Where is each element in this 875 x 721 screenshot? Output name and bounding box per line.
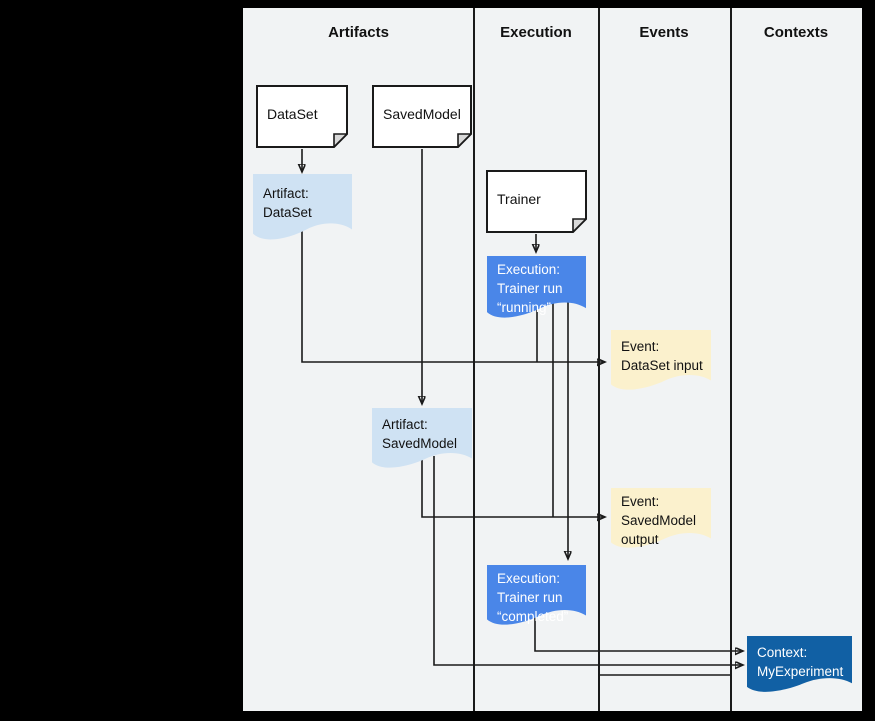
- node-savedmodel: SavedModel: [372, 85, 472, 148]
- wave-shape: [747, 636, 852, 692]
- label-line: Execution:: [497, 571, 561, 586]
- node-event-savedmodel-output: Event: SavedModel output: [611, 488, 711, 550]
- document-shape: [372, 85, 472, 148]
- document-shape: [256, 85, 348, 148]
- label-line: SavedModel: [621, 513, 697, 528]
- label-line: SavedModel: [382, 436, 458, 451]
- label-line: Event:: [621, 339, 660, 354]
- column-divider-1: [473, 8, 475, 711]
- connector-layer: [243, 149, 862, 676]
- label-line: Execution:: [497, 262, 561, 277]
- node-label: Trainer: [497, 190, 541, 207]
- column-header-events: Events: [639, 24, 689, 41]
- node-label: Event: SavedModel output: [611, 488, 711, 550]
- node-label: Execution: Trainer run “completed”: [487, 565, 586, 627]
- folded-corner: [333, 133, 348, 148]
- label-line: Artifact:: [382, 417, 428, 432]
- node-execution-running: Execution: Trainer run “running”: [487, 256, 586, 320]
- wave-shape: [372, 408, 472, 468]
- node-execution-completed: Execution: Trainer run “completed”: [487, 565, 586, 627]
- node-label: Execution: Trainer run “running”: [487, 256, 586, 320]
- wave-shape: [487, 256, 586, 318]
- wave-shape: [253, 174, 352, 240]
- diagram-canvas: Artifacts Execution Events Contexts Data…: [243, 8, 862, 711]
- folded-corner: [572, 218, 587, 233]
- node-label: Artifact: SavedModel: [372, 408, 472, 470]
- label-line: Event:: [621, 494, 660, 509]
- node-label: SavedModel: [383, 105, 461, 122]
- edge-artifact-dataset-to-event-input: [301, 228, 605, 362]
- node-label: Context: MyExperiment: [747, 636, 852, 694]
- wave-shape: [611, 488, 711, 548]
- folded-corner: [457, 133, 472, 148]
- node-context-myexperiment: Context: MyExperiment: [747, 636, 852, 694]
- wave-shape: [611, 330, 711, 390]
- node-dataset: DataSet: [256, 85, 348, 148]
- column-divider-3: [730, 8, 732, 711]
- label-line: DataSet: [263, 205, 312, 220]
- node-trainer: Trainer: [486, 170, 587, 233]
- edge-artifact-savedmodel-to-context: [433, 456, 743, 665]
- label-line: output: [621, 532, 659, 547]
- label-line: “running”: [497, 300, 552, 315]
- label-line: MyExperiment: [757, 664, 844, 679]
- label-line: “completed”: [497, 609, 569, 624]
- wave-shape: [487, 565, 586, 625]
- document-shape: [486, 170, 587, 233]
- column-header-execution: Execution: [500, 24, 572, 41]
- node-artifact-dataset: Artifact: DataSet: [253, 174, 352, 242]
- edge-artifact-savedmodel-to-event-output: [421, 456, 605, 517]
- node-label: Artifact: DataSet: [253, 174, 352, 242]
- node-label: DataSet: [267, 105, 318, 122]
- node-event-dataset-input: Event: DataSet input: [611, 330, 711, 392]
- label-line: Context:: [757, 645, 808, 660]
- node-artifact-savedmodel: Artifact: SavedModel: [372, 408, 472, 470]
- column-header-artifacts: Artifacts: [328, 24, 389, 41]
- label-line: Trainer run: [497, 590, 563, 605]
- label-line: Artifact:: [263, 186, 309, 201]
- edge-execution-completed-to-context: [534, 614, 743, 651]
- label-line: Trainer run: [497, 281, 563, 296]
- column-header-contexts: Contexts: [763, 24, 829, 41]
- label-line: DataSet input: [621, 358, 703, 373]
- node-label: Event: DataSet input: [611, 330, 711, 392]
